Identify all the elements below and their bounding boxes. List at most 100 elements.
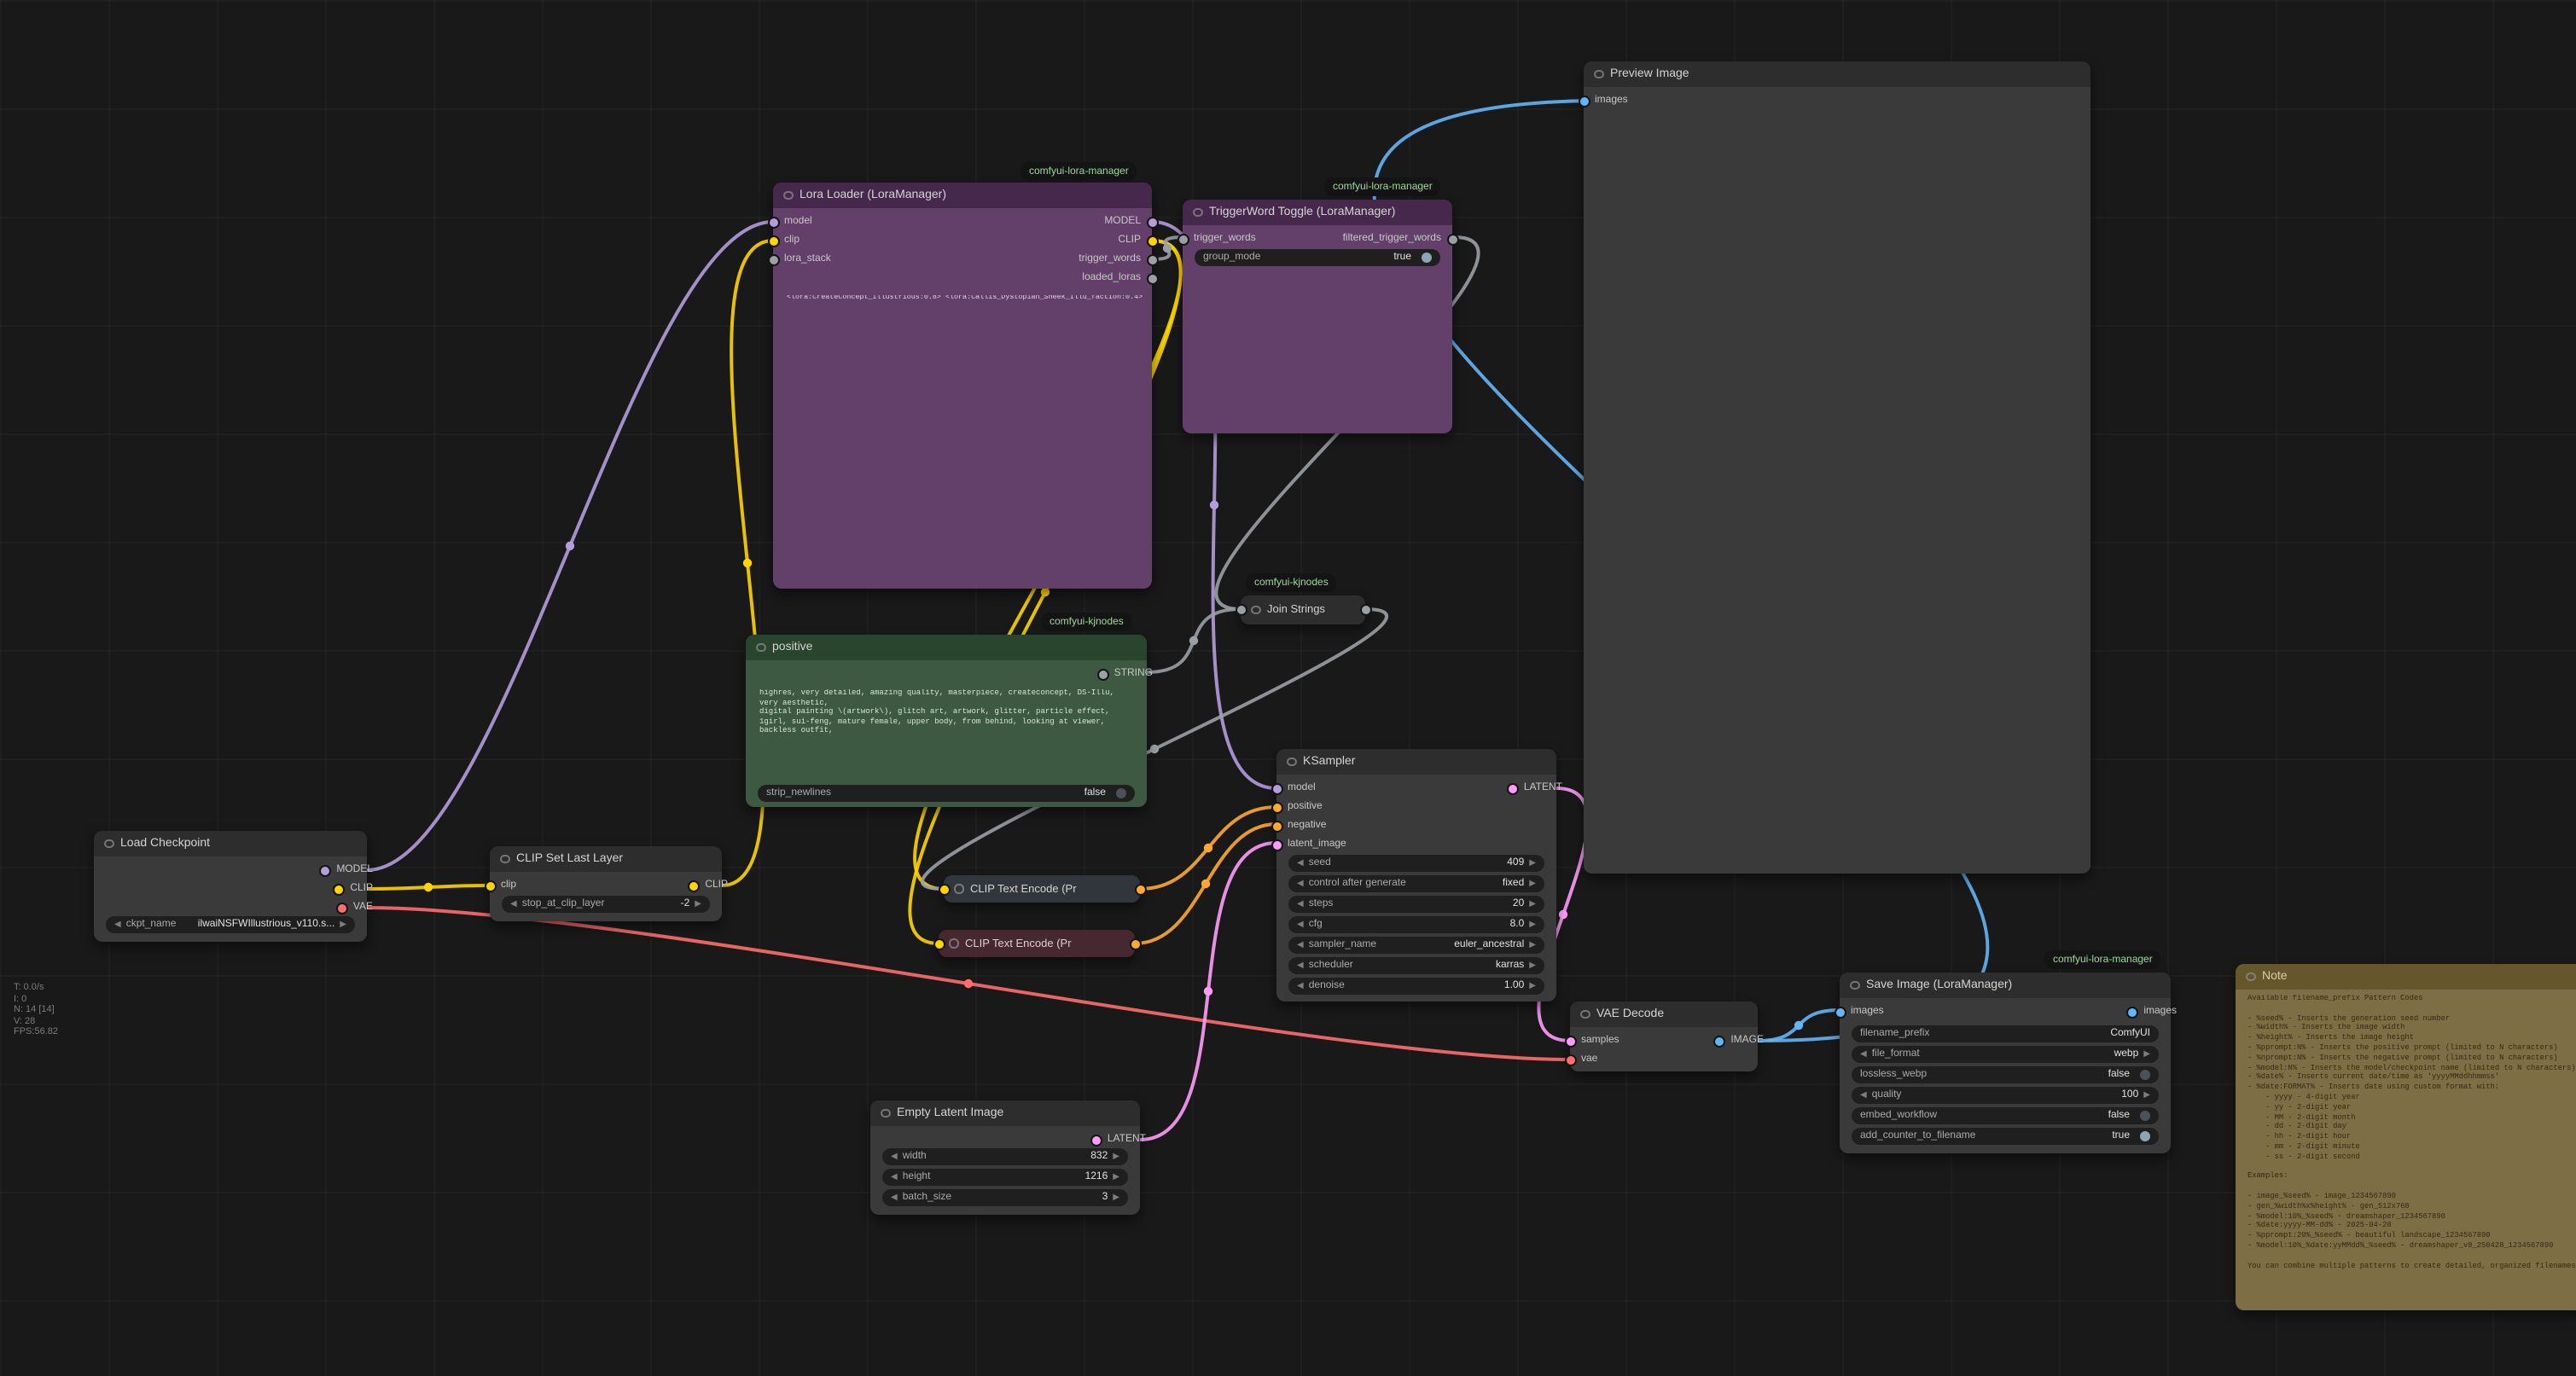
collapse-dot-icon[interactable] [756, 642, 765, 653]
latent-port-dot[interactable] [1564, 1035, 1576, 1047]
widget-scheduler[interactable]: ◀ scheduler karras ▶ [1288, 957, 1544, 974]
model-port-dot[interactable] [767, 216, 779, 228]
latent-port-dot[interactable] [1506, 782, 1519, 794]
node-join-strings[interactable]: Join Strings [1235, 595, 1371, 624]
clip-port-dot[interactable] [938, 883, 950, 895]
collapse-dot-icon[interactable] [954, 884, 963, 894]
decrement-arrow-icon[interactable]: ◀ [114, 920, 121, 930]
increment-arrow-icon[interactable]: ▶ [1529, 961, 1536, 971]
collapse-dot-icon[interactable] [500, 854, 509, 864]
node-titlebar[interactable]: Join Strings [1241, 595, 1365, 624]
increment-arrow-icon[interactable]: ▶ [1529, 899, 1536, 909]
node-lora-loader[interactable]: Lora Loader (LoraManager) model clip lor… [767, 183, 1158, 589]
node-titlebar[interactable]: CLIP Text Encode (Pr [939, 930, 1135, 957]
increment-arrow-icon[interactable]: ▶ [1529, 858, 1536, 868]
widget-ckpt-name[interactable]: ◀ ckpt_name ilwaiNSFWIllustrious_v110.s.… [106, 916, 355, 933]
node-vae-decode[interactable]: VAE Decode samples vae IMAGE [1564, 1002, 1764, 1071]
conditioning-port-dot[interactable] [1134, 883, 1146, 895]
decrement-arrow-icon[interactable]: ◀ [510, 899, 517, 909]
toggle-knob[interactable] [1422, 253, 1432, 263]
increment-arrow-icon[interactable]: ▶ [340, 920, 346, 930]
clip-port-dot[interactable] [767, 235, 779, 247]
widget-denoise[interactable]: ◀ denoise 1.00 ▶ [1288, 978, 1544, 995]
widget-batch-size[interactable]: ◀ batch_size 3 ▶ [882, 1189, 1128, 1206]
string-port-dot[interactable] [1359, 604, 1371, 616]
node-preview-image[interactable]: Preview Image images [1578, 61, 2090, 874]
collapse-dot-icon[interactable] [1287, 757, 1296, 767]
node-load-checkpoint[interactable]: Load Checkpoint MODEL CLIP VAE ◀ ckpt_na… [94, 831, 373, 942]
increment-arrow-icon[interactable]: ▶ [695, 899, 701, 909]
node-triggerword-toggle[interactable]: TriggerWord Toggle (LoraManager) trigger… [1177, 200, 1458, 433]
increment-arrow-icon[interactable]: ▶ [2143, 1049, 2150, 1060]
increment-arrow-icon[interactable]: ▶ [1529, 920, 1536, 930]
node-titlebar[interactable]: CLIP Text Encode (Pr [944, 875, 1140, 903]
widget-height[interactable]: ◀ height 1216 ▶ [882, 1169, 1128, 1186]
lora-stack-port-dot[interactable] [767, 253, 779, 265]
decrement-arrow-icon[interactable]: ◀ [1297, 940, 1304, 950]
image-port-dot[interactable] [2126, 1006, 2139, 1018]
toggle-knob[interactable] [2140, 1070, 2150, 1080]
node-titlebar[interactable]: Empty Latent Image [870, 1100, 1140, 1126]
node-titlebar[interactable]: TriggerWord Toggle (LoraManager) [1183, 200, 1452, 225]
widget-group-mode[interactable]: group_mode true [1195, 249, 1440, 266]
decrement-arrow-icon[interactable]: ◀ [1860, 1090, 1867, 1100]
decrement-arrow-icon[interactable]: ◀ [1297, 879, 1304, 889]
widget-seed[interactable]: ◀ seed 409 ▶ [1288, 855, 1544, 872]
latent-port-dot[interactable] [1271, 839, 1282, 851]
string-port-dot[interactable] [1446, 233, 1458, 245]
decrement-arrow-icon[interactable]: ◀ [1297, 961, 1304, 971]
node-titlebar[interactable]: Save Image (LoraManager) [1840, 972, 2171, 998]
widget-file-format[interactable]: ◀ file_format webp ▶ [1852, 1046, 2159, 1063]
increment-arrow-icon[interactable]: ▶ [1529, 940, 1536, 950]
clip-port-dot[interactable] [688, 880, 701, 891]
image-port-dot[interactable] [1834, 1006, 1846, 1018]
node-titlebar[interactable]: CLIP Set Last Layer [490, 846, 722, 872]
increment-arrow-icon[interactable]: ▶ [1529, 879, 1536, 889]
node-titlebar[interactable]: VAE Decode [1570, 1002, 1758, 1027]
prompt-textarea[interactable]: highres, very detailed, amazing quality,… [759, 689, 1114, 736]
clip-port-dot[interactable] [1146, 235, 1158, 247]
string-port-dot[interactable] [1235, 604, 1247, 616]
node-titlebar[interactable]: KSampler [1276, 749, 1556, 775]
decrement-arrow-icon[interactable]: ◀ [891, 1152, 898, 1162]
widget-sampler-name[interactable]: ◀ sampler_name euler_ancestral ▶ [1288, 937, 1544, 954]
node-titlebar[interactable]: positive [746, 635, 1147, 660]
decrement-arrow-icon[interactable]: ◀ [1297, 899, 1304, 909]
decrement-arrow-icon[interactable]: ◀ [1297, 858, 1304, 868]
decrement-arrow-icon[interactable]: ◀ [1297, 981, 1304, 991]
node-clip-set-last-layer[interactable]: CLIP Set Last Layer clip CLIP ◀ stop_at_… [484, 846, 728, 921]
increment-arrow-icon[interactable]: ▶ [2143, 1090, 2150, 1100]
increment-arrow-icon[interactable]: ▶ [1113, 1193, 1119, 1203]
node-titlebar[interactable]: Note [2236, 964, 2576, 990]
increment-arrow-icon[interactable]: ▶ [1113, 1172, 1119, 1182]
string-port-dot[interactable] [1146, 272, 1158, 284]
decrement-arrow-icon[interactable]: ◀ [891, 1193, 898, 1203]
vae-port-dot[interactable] [335, 902, 348, 914]
node-clip-text-encode-negative[interactable]: CLIP Text Encode (Pr [933, 930, 1141, 957]
string-port-dot[interactable] [1096, 668, 1109, 680]
string-port-dot[interactable] [1177, 233, 1189, 245]
widget-cfg[interactable]: ◀ cfg 8.0 ▶ [1288, 916, 1544, 933]
increment-arrow-icon[interactable]: ▶ [1529, 981, 1536, 991]
node-titlebar[interactable]: Lora Loader (LoraManager) [773, 183, 1152, 208]
decrement-arrow-icon[interactable]: ◀ [1860, 1049, 1867, 1060]
toggle-knob[interactable] [1116, 788, 1126, 798]
widget-strip-newlines[interactable]: strip_newlines false [758, 785, 1135, 802]
widget-quality[interactable]: ◀ quality 100 ▶ [1852, 1087, 2159, 1104]
collapse-dot-icon[interactable] [1594, 69, 1603, 79]
clip-port-dot[interactable] [333, 883, 346, 895]
conditioning-port-dot[interactable] [1271, 820, 1282, 832]
widget-embed-workflow[interactable]: embed_workflow false [1852, 1107, 2159, 1124]
decrement-arrow-icon[interactable]: ◀ [891, 1172, 898, 1182]
collapse-dot-icon[interactable] [104, 839, 113, 849]
node-save-image[interactable]: Save Image (LoraManager) images images f… [1834, 972, 2177, 1153]
clip-port-dot[interactable] [484, 880, 496, 891]
clip-port-dot[interactable] [933, 938, 945, 949]
decrement-arrow-icon[interactable]: ◀ [1297, 920, 1304, 930]
widget-width[interactable]: ◀ width 832 ▶ [882, 1148, 1128, 1165]
collapse-dot-icon[interactable] [2246, 972, 2255, 982]
widget-filename-prefix[interactable]: filename_prefix ComfyUI [1852, 1025, 2159, 1042]
widget-lossless-webp[interactable]: lossless_webp false [1852, 1066, 2159, 1083]
conditioning-port-dot[interactable] [1271, 801, 1282, 813]
latent-port-dot[interactable] [1090, 1134, 1102, 1146]
